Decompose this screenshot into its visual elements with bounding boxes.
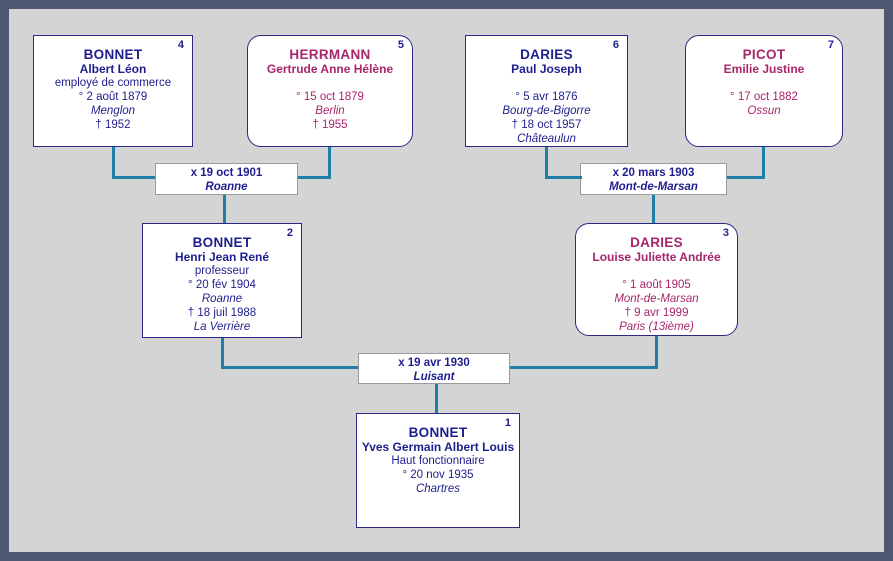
- connector-line: [762, 147, 765, 179]
- person-given-names: Louise Juliette Andrée: [592, 250, 721, 264]
- person-surname: BONNET: [83, 47, 143, 62]
- person-number: 3: [722, 227, 729, 239]
- person-occupation: professeur: [194, 265, 250, 277]
- person-box-7[interactable]: 7 PICOT Emilie Justine ° 17 oct 1882 Oss…: [685, 35, 843, 147]
- person-number: 5: [397, 39, 404, 51]
- person-death: [686, 118, 842, 132]
- person-birth-place: Ossun: [747, 105, 781, 117]
- connector-line: [298, 176, 331, 179]
- connector-line: [328, 147, 331, 179]
- person-birth: ° 20 nov 1935: [402, 469, 474, 481]
- person-death-place: Paris (13ième): [619, 321, 694, 333]
- person-box-1[interactable]: 1 BONNET Yves Germain Albert Louis Haut …: [356, 413, 520, 528]
- person-birth-place: Chartres: [415, 483, 461, 495]
- person-number: 2: [286, 227, 293, 239]
- person-number: 4: [177, 39, 184, 51]
- connector-line: [112, 147, 115, 179]
- connector-line: [435, 384, 438, 413]
- person-occupation: [576, 264, 737, 278]
- person-given-names: Yves Germain Albert Louis: [361, 440, 515, 454]
- person-surname: BONNET: [192, 235, 252, 250]
- person-birth-place: Bourg-de-Bigorre: [502, 105, 591, 117]
- person-birth-place: Menglon: [90, 105, 136, 117]
- person-box-6[interactable]: 6 DARIES Paul Joseph ° 5 avr 1876 Bourg-…: [465, 35, 628, 147]
- person-surname: HERRMANN: [289, 47, 371, 62]
- person-number: 6: [612, 39, 619, 51]
- person-birth-place: Roanne: [201, 293, 243, 305]
- person-occupation: [686, 76, 842, 90]
- person-box-4[interactable]: 4 BONNET Albert Léon employé de commerce…: [33, 35, 193, 147]
- person-given-names: Emilie Justine: [723, 62, 805, 76]
- person-occupation: [248, 76, 412, 90]
- person-death: † 9 avr 1999: [624, 307, 689, 319]
- marriage-box-1930[interactable]: x 19 avr 1930 Luisant: [358, 353, 510, 384]
- person-death: † 1952: [95, 119, 131, 131]
- person-box-5[interactable]: 5 HERRMANN Gertrude Anne Hélène ° 15 oct…: [247, 35, 413, 147]
- person-occupation: Haut fonctionnaire: [391, 455, 485, 467]
- person-birth: ° 17 oct 1882: [730, 91, 798, 103]
- person-death-place: [357, 510, 519, 524]
- person-death: † 18 juil 1988: [187, 307, 257, 319]
- connector-line: [655, 336, 658, 369]
- marriage-box-1903[interactable]: x 20 mars 1903 Mont-de-Marsan: [580, 163, 727, 195]
- person-occupation: employé de commerce: [54, 77, 172, 89]
- person-box-3[interactable]: 3 DARIES Louise Juliette Andrée ° 1 août…: [575, 223, 738, 336]
- person-number: 1: [504, 417, 511, 429]
- person-death-place: [686, 132, 842, 146]
- connector-line: [221, 366, 358, 369]
- person-surname: DARIES: [520, 47, 573, 62]
- person-death: † 18 oct 1957: [511, 119, 582, 131]
- person-death-place: [34, 132, 192, 146]
- connector-line: [223, 195, 226, 223]
- marriage-place: Luisant: [413, 371, 455, 383]
- connector-line: [510, 366, 658, 369]
- person-given-names: Albert Léon: [79, 62, 147, 76]
- person-given-names: Gertrude Anne Hélène: [266, 62, 394, 76]
- person-death-place: [248, 132, 412, 146]
- connector-line: [545, 147, 548, 179]
- person-birth: ° 20 fév 1904: [188, 279, 256, 291]
- person-given-names: Henri Jean René: [174, 250, 270, 264]
- person-death: † 1955: [312, 119, 348, 131]
- marriage-place: Mont-de-Marsan: [609, 181, 698, 193]
- connector-line: [545, 176, 582, 179]
- person-death-place: Châteaulun: [517, 133, 576, 145]
- person-birth-place: Berlin: [315, 105, 345, 117]
- marriage-date: x 20 mars 1903: [612, 167, 695, 179]
- connector-line: [221, 338, 224, 369]
- person-surname: BONNET: [408, 425, 468, 440]
- person-birth: ° 15 oct 1879: [296, 91, 364, 103]
- person-occupation: [466, 76, 627, 90]
- person-birth: ° 5 avr 1876: [515, 91, 578, 103]
- family-tree-canvas: 4 BONNET Albert Léon employé de commerce…: [9, 9, 884, 552]
- marriage-box-1901[interactable]: x 19 oct 1901 Roanne: [155, 163, 298, 195]
- person-birth: ° 1 août 1905: [622, 279, 691, 291]
- marriage-place: Roanne: [205, 181, 248, 193]
- connector-line: [652, 195, 655, 223]
- person-box-2[interactable]: 2 BONNET Henri Jean René professeur ° 20…: [142, 223, 302, 338]
- person-birth: ° 2 août 1879: [78, 91, 148, 103]
- marriage-date: x 19 oct 1901: [190, 167, 263, 179]
- marriage-date: x 19 avr 1930: [398, 357, 470, 369]
- person-number: 7: [827, 39, 834, 51]
- person-death-place: La Verrière: [193, 321, 251, 333]
- person-surname: PICOT: [742, 47, 786, 62]
- person-death: [357, 496, 519, 510]
- person-given-names: Paul Joseph: [511, 62, 582, 76]
- connector-line: [112, 176, 155, 179]
- connector-line: [727, 176, 765, 179]
- person-surname: DARIES: [630, 235, 683, 250]
- person-birth-place: Mont-de-Marsan: [614, 293, 699, 305]
